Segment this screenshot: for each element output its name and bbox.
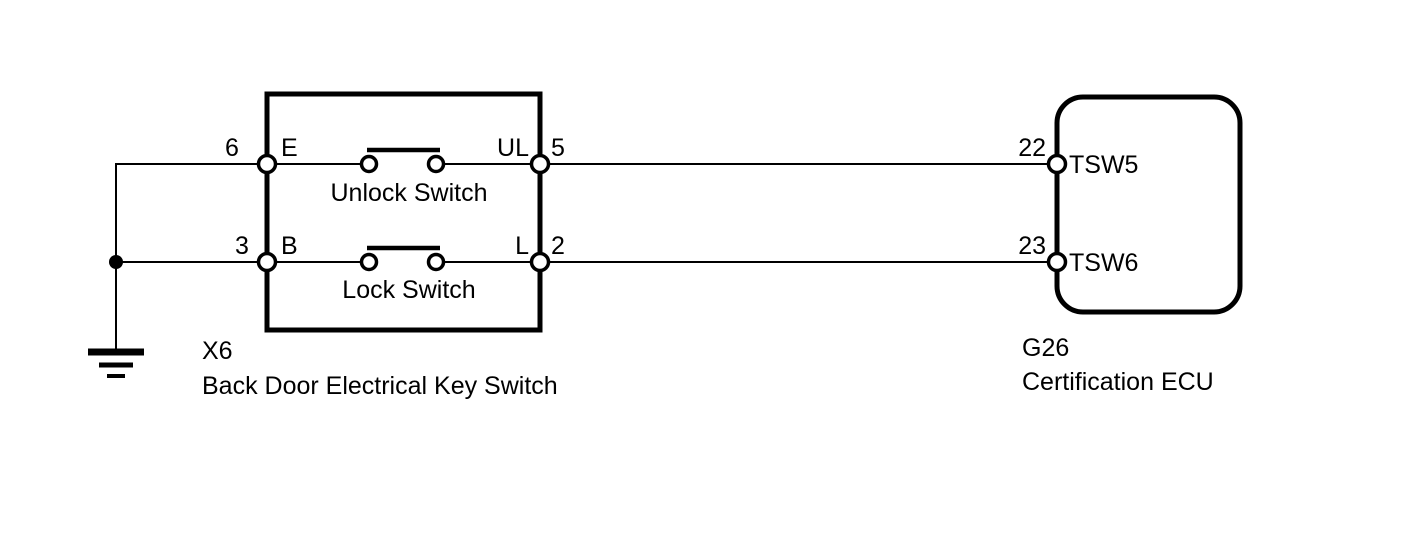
component-back-door-key-switch[interactable]: 6 E 3 B UL 5 L 2 Unlock Switch Lock Swit…: [202, 91, 565, 400]
component-certification-ecu[interactable]: 22 TSW5 23 TSW6 G26 Certification ECU: [1018, 94, 1243, 396]
signal-label-L: L: [515, 232, 529, 260]
lock-contact-right: [426, 252, 446, 272]
pin-label-23: 23: [1018, 232, 1046, 260]
switch-component-code: X6: [202, 337, 233, 365]
signal-label-TSW5: TSW5: [1069, 151, 1138, 179]
ecu-component-name: Certification ECU: [1022, 368, 1214, 396]
switch-component-name: Back Door Electrical Key Switch: [202, 372, 558, 400]
pin-label-3: 3: [235, 232, 249, 260]
unlock-contact-right: [426, 154, 446, 174]
terminal-ring-pin3[interactable]: [256, 251, 278, 273]
signal-label-UL: UL: [497, 134, 529, 162]
lock-switch-label: Lock Switch: [342, 276, 475, 304]
lock-contact-left: [359, 252, 379, 272]
junction-dot-ground: [109, 255, 123, 269]
unlock-contact-left: [359, 154, 379, 174]
pin-label-2: 2: [551, 232, 565, 260]
pin-label-22: 22: [1018, 134, 1046, 162]
signal-label-E: E: [281, 134, 298, 162]
unlock-switch-symbol[interactable]: [359, 147, 446, 174]
unlock-switch-label: Unlock Switch: [331, 179, 488, 207]
ecu-component-code: G26: [1022, 334, 1069, 362]
pin-label-5: 5: [551, 134, 565, 162]
signal-label-B: B: [281, 232, 298, 260]
terminal-ring-pin22[interactable]: [1046, 153, 1068, 175]
ecu-box-outline: [1054, 94, 1243, 315]
terminal-ring-pin6[interactable]: [256, 153, 278, 175]
pin-label-6: 6: [225, 134, 239, 162]
terminal-ring-pin23[interactable]: [1046, 251, 1068, 273]
wire-group: [115, 163, 1058, 353]
ground-symbol: [88, 255, 144, 378]
signal-label-TSW6: TSW6: [1069, 249, 1138, 277]
terminal-ring-pin2[interactable]: [529, 251, 551, 273]
lock-switch-symbol[interactable]: [359, 245, 446, 272]
terminal-ring-pin5[interactable]: [529, 153, 551, 175]
switch-box-outline: [264, 91, 543, 333]
